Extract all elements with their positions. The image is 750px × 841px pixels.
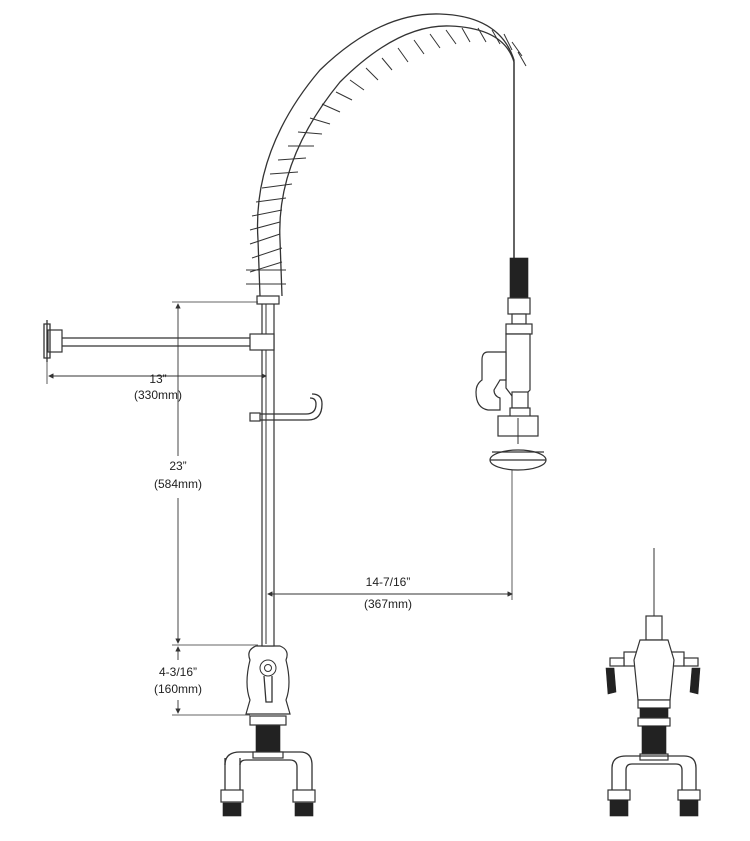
dim-4-metric: (160mm): [154, 682, 202, 696]
valve-body: [245, 645, 291, 715]
spray-valve-icon: [475, 257, 547, 471]
pre-rinse-faucet-icon: [43, 13, 547, 817]
spray-hook: [249, 393, 323, 422]
dim-14-metric: (367mm): [364, 597, 412, 611]
dim-14-imperial: 14-7/16”: [366, 575, 411, 589]
dim-13-metric: (330mm): [134, 388, 182, 402]
dim-23-metric: (584mm): [154, 477, 202, 491]
base-inlet-assembly: [220, 715, 316, 817]
dim-13-imperial: 13”: [149, 372, 166, 386]
dim-4-imperial: 4-3/16”: [159, 665, 197, 679]
faucet-side-view-icon: [605, 548, 701, 817]
dimension-labels: 13” (330mm) 23” (584mm) 14-7/16” (367mm)…: [134, 372, 412, 696]
wall-bracket: [43, 320, 275, 362]
spring-coil: [249, 27, 527, 273]
dimension-lines: [46, 301, 513, 716]
flex-hose-with-spring: [246, 13, 527, 297]
dim-23-imperial: 23”: [169, 459, 186, 473]
